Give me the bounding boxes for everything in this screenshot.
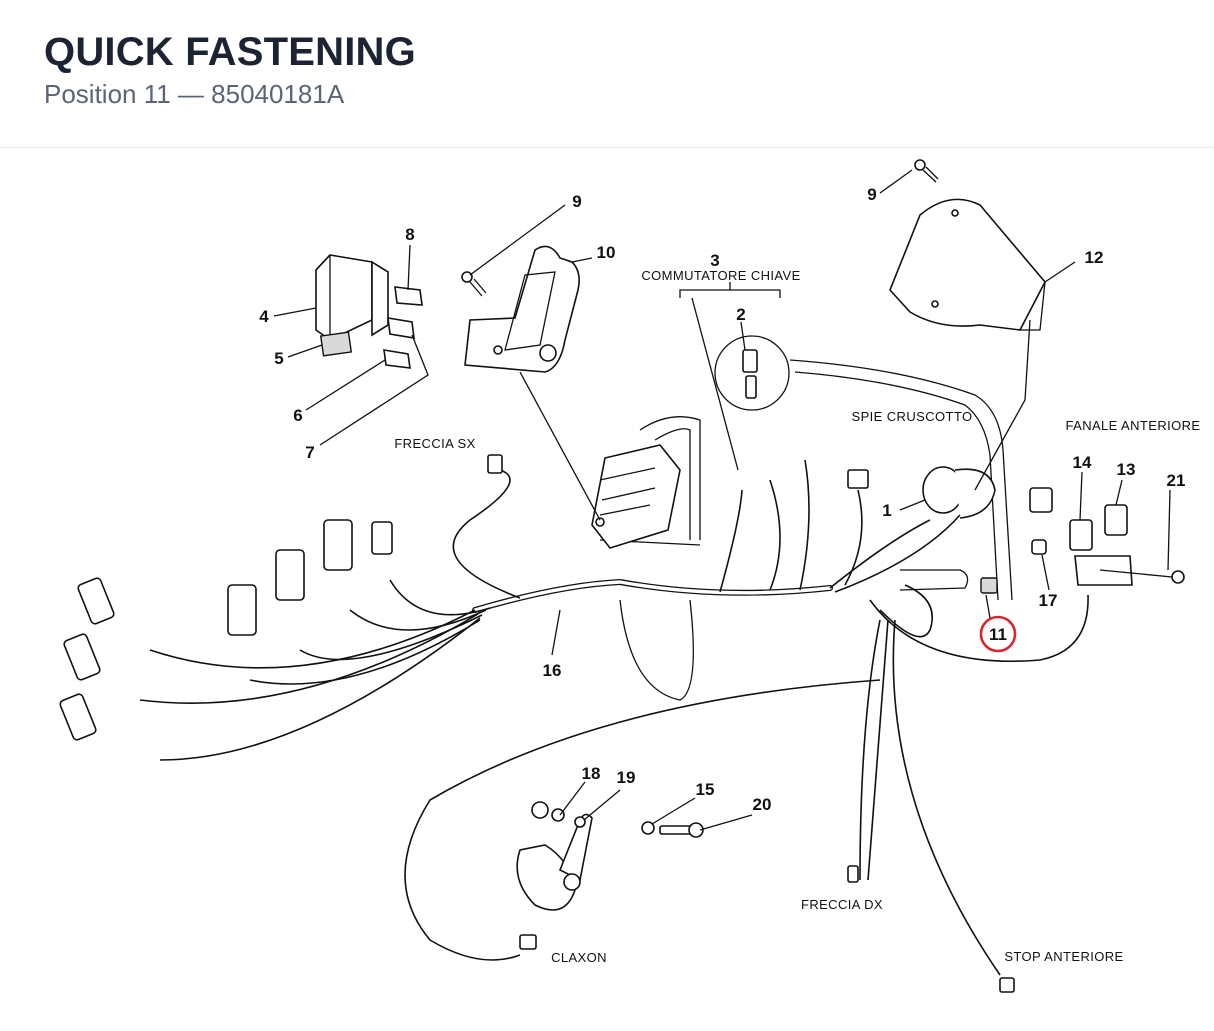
dashboard-lights [922, 466, 996, 519]
screw-9a [461, 271, 487, 297]
key-switch-inset [714, 335, 790, 411]
wiring-harness [139, 459, 1089, 976]
callout-8[interactable]: 8 [405, 225, 414, 244]
callout-11[interactable]: 11 [989, 625, 1007, 644]
cover-12 [889, 198, 1046, 331]
fuse-7 [387, 317, 415, 339]
callout-5[interactable]: 5 [274, 349, 283, 368]
exploded-view-svg: 1 2 3 4 5 6 7 8 9 9 10 11 12 13 14 15 16… [59, 159, 1200, 993]
callout-numbers: 1 2 3 4 5 6 7 8 9 9 10 11 12 13 14 15 16… [259, 185, 1185, 814]
page-header: QUICK FASTENING Position 11 — 85040181A [0, 0, 1214, 148]
relay-14 [1069, 519, 1093, 551]
part-11-quick-fastening [980, 577, 998, 594]
label-freccia-sx: FRECCIA SX [394, 436, 475, 451]
callout-13[interactable]: 13 [1117, 460, 1136, 479]
fuse-box [315, 254, 389, 357]
control-module [591, 444, 681, 549]
label-fanale-anteriore: FANALE ANTERIORE [1066, 418, 1201, 433]
horn-assembly [516, 801, 704, 911]
callout-9-right[interactable]: 9 [867, 185, 876, 204]
callout-7[interactable]: 7 [305, 443, 314, 462]
switch-bracket [464, 245, 580, 373]
parts-diagram: 1 2 3 4 5 6 7 8 9 9 10 11 12 13 14 15 16… [0, 148, 1214, 1026]
callout-9-left[interactable]: 9 [572, 192, 581, 211]
callout-6[interactable]: 6 [293, 406, 302, 425]
callout-15[interactable]: 15 [696, 780, 715, 799]
page-title: QUICK FASTENING [44, 30, 416, 74]
nut-17 [1031, 539, 1047, 555]
callout-21[interactable]: 21 [1167, 471, 1186, 490]
label-spie-cruscotto: SPIE CRUSCOTTO [852, 409, 973, 424]
callout-19[interactable]: 19 [617, 768, 636, 787]
screw-9b [914, 159, 939, 183]
callout-10[interactable]: 10 [597, 243, 616, 262]
callout-17[interactable]: 17 [1039, 591, 1058, 610]
callout-20[interactable]: 20 [753, 795, 772, 814]
callout-14[interactable]: 14 [1073, 453, 1092, 472]
diagram-labels: COMMUTATORE CHIAVE SPIE CRUSCOTTO FANALE… [394, 268, 1200, 965]
callout-18[interactable]: 18 [582, 764, 601, 783]
bracket-21 [1074, 555, 1185, 586]
relay-13 [1104, 504, 1128, 536]
callout-1[interactable]: 1 [882, 501, 891, 520]
callout-16[interactable]: 16 [543, 661, 562, 680]
fuse-6 [383, 349, 411, 369]
page-subtitle: Position 11 — 85040181A [44, 79, 345, 109]
callout-3[interactable]: 3 [710, 251, 719, 270]
callout-2[interactable]: 2 [736, 305, 745, 324]
highlight-ring [979, 615, 1017, 653]
callout-12[interactable]: 12 [1085, 248, 1104, 267]
callout-4[interactable]: 4 [259, 307, 269, 326]
connectors-left [59, 454, 1053, 993]
label-freccia-dx: FRECCIA DX [801, 897, 883, 912]
label-commutatore-chiave: COMMUTATORE CHIAVE [641, 268, 800, 283]
label-stop-anteriore: STOP ANTERIORE [1004, 949, 1123, 964]
leader-lines [273, 169, 1171, 831]
label-claxon: CLAXON [551, 950, 607, 965]
fuse-8 [394, 286, 423, 306]
